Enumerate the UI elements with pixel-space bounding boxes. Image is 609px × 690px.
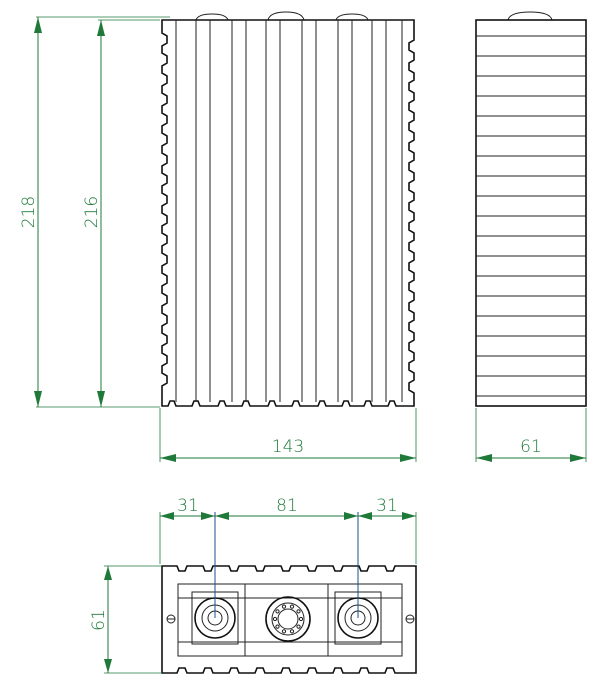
dim-depth-side-label: 61 <box>520 437 542 457</box>
vent-hole <box>298 616 304 622</box>
dim-depth-top: 61 <box>89 565 162 674</box>
vent-hole <box>289 629 295 634</box>
dim-depth-top-label: 61 <box>89 609 109 631</box>
dim-width-front: 143 <box>159 408 417 462</box>
side-cap <box>507 11 553 21</box>
side-view <box>475 11 587 407</box>
front-cap-left <box>195 13 229 21</box>
vent-hole <box>289 604 295 609</box>
dim-terminal-right-label: 31 <box>376 496 398 516</box>
dim-height-body-label: 216 <box>82 196 102 228</box>
vent-hole <box>296 609 301 614</box>
dim-height-outer-label: 218 <box>19 196 39 228</box>
vent-hole <box>275 609 280 614</box>
dim-terminal-row: 31 81 31 <box>159 496 417 618</box>
dim-terminal-left-label: 31 <box>177 496 199 516</box>
front-ribs <box>175 20 403 402</box>
dim-terminal-spacing-label: 81 <box>276 496 298 516</box>
dim-width-front-label: 143 <box>272 437 304 457</box>
front-view <box>161 11 415 407</box>
top-inner-frame <box>177 583 403 657</box>
side-body-outline <box>475 19 587 407</box>
dim-height-body: 216 <box>82 19 160 407</box>
vent-hole <box>281 629 287 634</box>
dim-height-outer: 218 <box>19 16 170 408</box>
vent-hole <box>275 624 280 629</box>
front-cap-center <box>267 11 305 21</box>
front-body-outline <box>161 19 415 407</box>
side-ribs <box>476 35 586 397</box>
top-view <box>161 565 417 674</box>
screw-left <box>166 614 176 624</box>
dim-depth-side: 61 <box>475 408 587 462</box>
screw-right <box>405 614 415 624</box>
vent-center <box>265 596 311 642</box>
vent-hole <box>272 616 278 622</box>
front-cap-right <box>335 13 369 21</box>
vent-hole <box>281 604 287 609</box>
top-body-outline <box>161 565 417 674</box>
vent-hole <box>296 624 301 629</box>
